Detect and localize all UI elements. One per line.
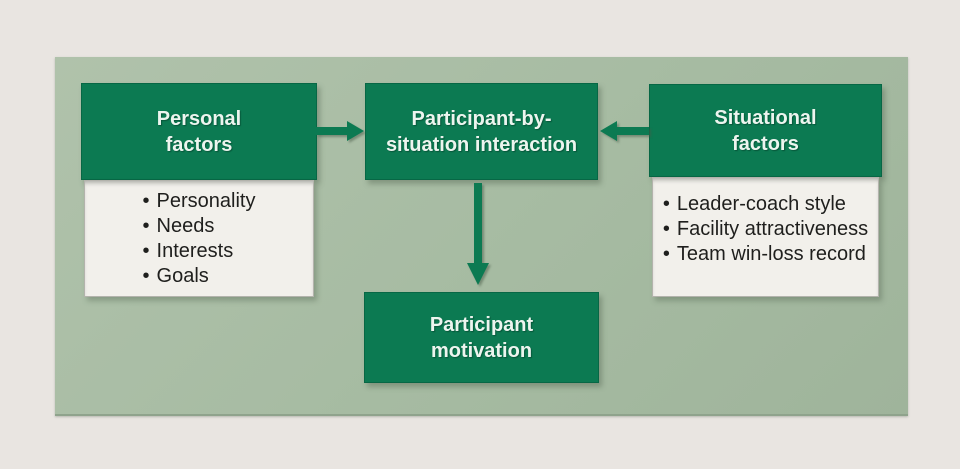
personal-factors-list: • Personality • Needs • Interests • Goals	[143, 189, 256, 289]
participant-motivation-box: Participant motivation	[364, 292, 599, 383]
list-item-label: Team win-loss record	[676, 243, 866, 265]
bullet-icon: •	[142, 214, 150, 237]
list-item-label: Needs	[156, 214, 215, 237]
list-item-label: Leader-coach style	[676, 193, 846, 215]
personal-factors-title-line1: Personal	[156, 107, 242, 130]
personal-factors-list-box: • Personality • Needs • Interests • Goals	[84, 180, 314, 297]
diagram-panel: Personal factors • Personality • Needs • In…	[55, 57, 908, 416]
down-arrow-icon	[467, 183, 489, 285]
list-item: • Team win-loss record	[663, 242, 868, 267]
list-item-label: Interests	[156, 239, 234, 262]
right-arrow-icon	[316, 121, 364, 141]
interaction-title-line2: situation interaction	[385, 133, 578, 156]
bullet-icon: •	[662, 193, 670, 215]
personal-factors-header: Personal factors	[81, 83, 317, 180]
list-item-label: Personality	[156, 189, 256, 212]
bullet-icon: •	[662, 243, 670, 265]
situational-factors-list-box: • Leader-coach style • Facility attractive…	[652, 177, 879, 297]
bullet-icon: •	[142, 189, 150, 212]
left-arrow-icon	[600, 121, 649, 141]
list-item: • Needs	[143, 214, 256, 239]
situational-factors-header: Situational factors	[649, 84, 882, 177]
situational-factors-title-line2: factors	[732, 132, 799, 155]
interaction-box: Participant-by- situation interaction	[365, 83, 598, 180]
participant-motivation-title-line1: Participant	[429, 313, 534, 336]
list-item: • Interests	[143, 239, 256, 264]
situational-factors-title-line1: Situational	[714, 106, 817, 129]
personal-factors-title-line2: factors	[165, 133, 233, 156]
list-item: • Goals	[143, 264, 256, 289]
situational-factors-list: • Leader-coach style • Facility attractive…	[663, 192, 868, 267]
list-item: • Personality	[143, 189, 256, 214]
bullet-icon: •	[142, 264, 150, 287]
list-item-label: Goals	[156, 264, 209, 287]
bullet-icon: •	[662, 218, 670, 240]
list-item: • Leader-coach style	[663, 192, 868, 217]
list-item: • Facility attractiveness	[663, 217, 868, 242]
bullet-icon: •	[142, 239, 150, 262]
interaction-title-line1: Participant-by-	[411, 107, 552, 130]
list-item-label: Facility attractiveness	[676, 218, 869, 240]
participant-motivation-title-line2: motivation	[430, 339, 533, 362]
